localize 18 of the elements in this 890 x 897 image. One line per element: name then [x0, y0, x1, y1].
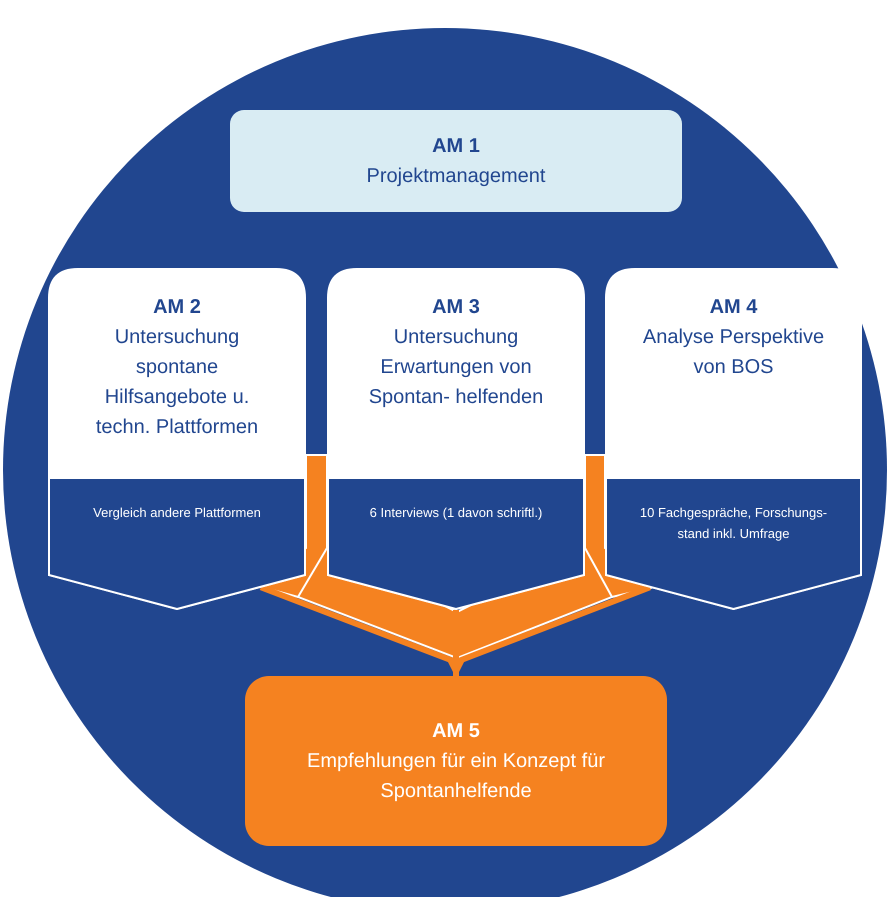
work-package-card — [48, 268, 306, 610]
work-package-card — [327, 268, 585, 610]
heading: AM 5 — [432, 719, 480, 744]
heading: AM 4 — [710, 295, 758, 320]
heading: AM 2 — [153, 295, 201, 320]
detail-text: Vergleich andere Plattformen — [92, 504, 262, 522]
description: Analyse Perspektive von BOS — [642, 325, 826, 380]
description: Empfehlungen für ein Konzept für Spontanhelfende — [306, 749, 606, 804]
description: Untersuchung spontane Hilfsangebote u. techn. Plattformen — [94, 325, 260, 440]
result-box — [245, 676, 667, 846]
description: Untersuchung Erwartungen von Spontan- helfenden — [368, 325, 544, 410]
detail-text: 6 Interviews (1 davon schriftl.) — [368, 504, 544, 522]
work-package-card — [605, 268, 862, 610]
description: Projektmanagement — [366, 164, 546, 189]
process-box — [230, 110, 682, 212]
detail-text: 10 Fachgespräche, Forschungs- stand inkl. Umfrage — [638, 504, 828, 544]
heading: AM 3 — [432, 295, 480, 320]
heading: AM 1 — [432, 134, 480, 159]
